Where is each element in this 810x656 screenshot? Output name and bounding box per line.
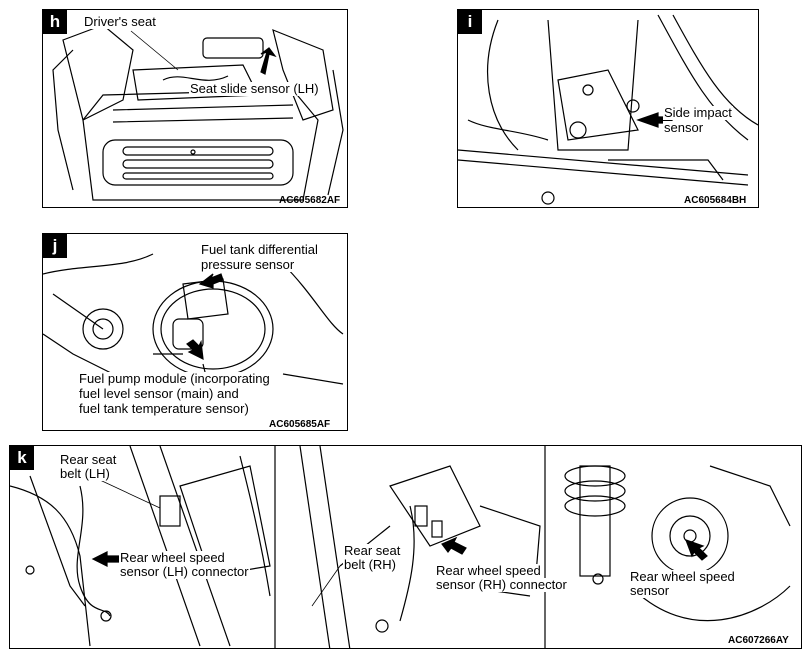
side-impact-label-line2: sensor — [663, 120, 705, 135]
panel-i: i Side impact sensor AC605684BH — [457, 9, 759, 208]
fuel-pump-label-line3: fuel tank temperature sensor) — [78, 401, 250, 416]
rear-seat-belt-rh-label-line2: belt (RH) — [343, 557, 398, 572]
fuel-pump-label-line1: Fuel pump module (incorporating — [78, 371, 271, 386]
side-impact-label-line1: Side impact — [663, 105, 733, 120]
rear-seat-belt-rh-label-line1: Rear seat — [343, 543, 402, 558]
drivers-seat-label: Driver's seat — [83, 14, 157, 29]
rear-seat-belt-lh-label-line1: Rear seat — [59, 452, 118, 467]
wheel-speed-sensor-label-line2: sensor — [629, 583, 671, 598]
rear-seat-belt-lh-label-line2: belt (LH) — [59, 466, 111, 481]
figure-code: AC605682AF — [279, 195, 341, 206]
seat-slide-sensor-label: Seat slide sensor (LH) — [189, 81, 320, 96]
panel-letter: i — [458, 10, 482, 34]
wheel-speed-rh-connector-label-line2: sensor (RH) connector — [435, 577, 568, 592]
figure-code: AC605684BH — [684, 195, 747, 206]
drivers-seat-illustration — [52, 24, 344, 201]
wheel-speed-sensor-label-line1: Rear wheel speed — [629, 569, 736, 584]
panel-h: h Driver's seat Seat slide sensor (LH) A… — [42, 9, 348, 208]
figure-code: AC605685AF — [269, 419, 331, 430]
diff-pressure-label-line2: pressure sensor — [200, 257, 296, 272]
diff-pressure-label-line1: Fuel tank differential — [200, 242, 319, 257]
panel-letter: k — [10, 446, 34, 470]
side-impact-sensor-illustration — [458, 14, 758, 205]
fuel-tank-illustration — [43, 253, 344, 385]
figure-code: AC607266AY — [728, 635, 789, 646]
panel-letter: h — [43, 10, 67, 34]
panel-k: k Rear seat belt (LH) Rear wheel speed s… — [9, 445, 802, 649]
rear-wheel-speed-illustration — [10, 446, 791, 648]
wheel-speed-lh-connector-label-line1: Rear wheel speed — [119, 550, 226, 565]
fuel-pump-label-line2: fuel level sensor (main) and — [78, 386, 240, 401]
panel-letter: j — [43, 234, 67, 258]
panel-j: j Fuel tank differential pressure sensor… — [42, 233, 348, 431]
wheel-speed-rh-connector-label-line1: Rear wheel speed — [435, 563, 542, 578]
wheel-speed-lh-connector-label-line2: sensor (LH) connector — [119, 564, 250, 579]
